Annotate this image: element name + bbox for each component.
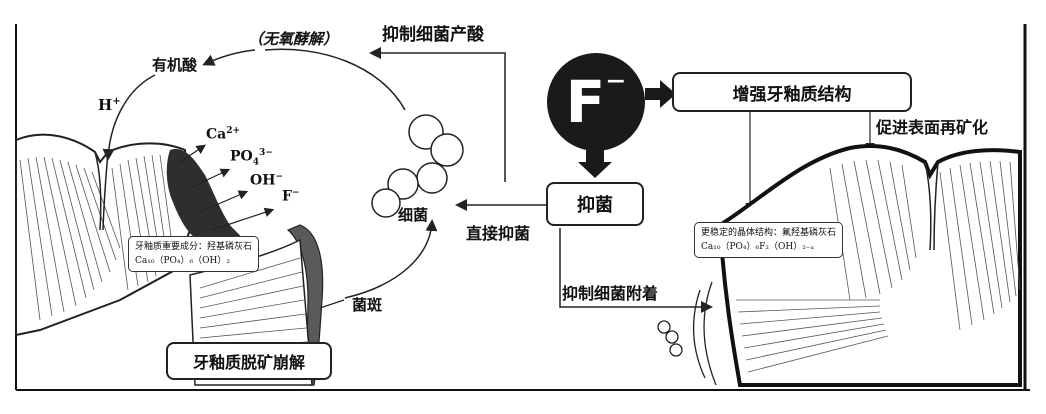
right-note-line1: 更稳定的晶体结构：氟羟基磷灰石	[701, 228, 837, 238]
fluoride-charge: ⁻	[605, 65, 627, 111]
ion-phosphate-charge: 3−	[259, 148, 273, 158]
ion-phosphate: PO43−	[230, 148, 273, 167]
demineral-box: 牙釉质脱矿崩解	[166, 342, 332, 380]
ion-calcium: Ca2+	[206, 126, 240, 143]
fluoride-ion: F⁻	[547, 53, 645, 151]
fluoride-down-arrow	[578, 150, 612, 178]
repel-arc-inner	[703, 281, 717, 386]
acid-arrow	[202, 49, 256, 66]
inhibit-adhesion-line	[559, 228, 713, 313]
h-ion-label: H+	[98, 96, 121, 114]
inhibit-acid-label: 抑制细菌产酸	[382, 25, 484, 45]
right-tooth-stripes	[736, 159, 1021, 373]
plaque-to-bacteria-arrow	[344, 219, 438, 299]
ion-arrows	[179, 144, 275, 231]
h-ion-symbol: H	[98, 96, 113, 114]
ion-fluoride-symbol: F	[282, 188, 292, 205]
inhibit-acid-line	[369, 47, 506, 182]
enhance-enamel-box: 增强牙釉质结构	[672, 72, 912, 112]
left-note-line2: Ca₁₀（PO₄）₆（OH）₂	[135, 256, 230, 266]
bacteria-cluster	[371, 114, 464, 218]
left-note-line1: 牙釉质重要成分：羟基磷灰石	[135, 242, 253, 252]
ion-phosphate-sub: 4	[252, 157, 259, 168]
repelled-bacteria	[657, 320, 683, 357]
ion-hydroxide-charge: −	[275, 172, 283, 182]
right-composition-note: 更稳定的晶体结构：氟羟基磷灰石 Ca₁₀（PO₄）₆F₂（OH）₂₋ₓ	[694, 222, 844, 258]
fluoride-symbol: F	[565, 68, 606, 136]
ion-hydroxide: OH−	[250, 172, 283, 189]
promote-remineral-label: 促进表面再矿化	[876, 118, 989, 137]
ion-calcium-symbol: Ca	[206, 126, 227, 143]
plaque-label: 菌斑	[352, 296, 383, 314]
ion-calcium-charge: 2+	[226, 126, 241, 136]
plaque-pointer-line	[319, 299, 345, 309]
bacteria-arc-top	[264, 48, 406, 111]
anaerobic-label: （无氧酵解）	[248, 30, 339, 48]
ion-fluoride-charge: −	[291, 188, 300, 198]
bacteria-label: 细菌	[398, 206, 429, 224]
decay-region	[166, 149, 244, 250]
right-note-line2: Ca₁₀（PO₄）₆F₂（OH）₂₋ₓ	[701, 242, 815, 252]
ion-hydroxide-symbol: OH	[250, 172, 276, 189]
ion-fluoride: F−	[282, 188, 300, 205]
left-composition-note: 牙釉质重要成分：羟基磷灰石 Ca₁₀（PO₄）₆（OH）₂	[128, 236, 260, 272]
h-ion-arrow	[102, 74, 156, 161]
antibacterial-box: 抑菌	[546, 182, 644, 226]
inhibit-adhesion-label: 抑制细菌附着	[562, 284, 659, 303]
h-ion-charge: +	[112, 96, 121, 107]
ion-phosphate-symbol: PO	[230, 148, 253, 165]
organic-acid-label: 有机酸	[152, 56, 198, 74]
direct-inhibit-label: 直接抑菌	[466, 224, 531, 243]
fluoride-right-arrow	[645, 80, 676, 108]
right-tooth	[717, 143, 1022, 387]
repel-arc-outer	[693, 289, 706, 379]
